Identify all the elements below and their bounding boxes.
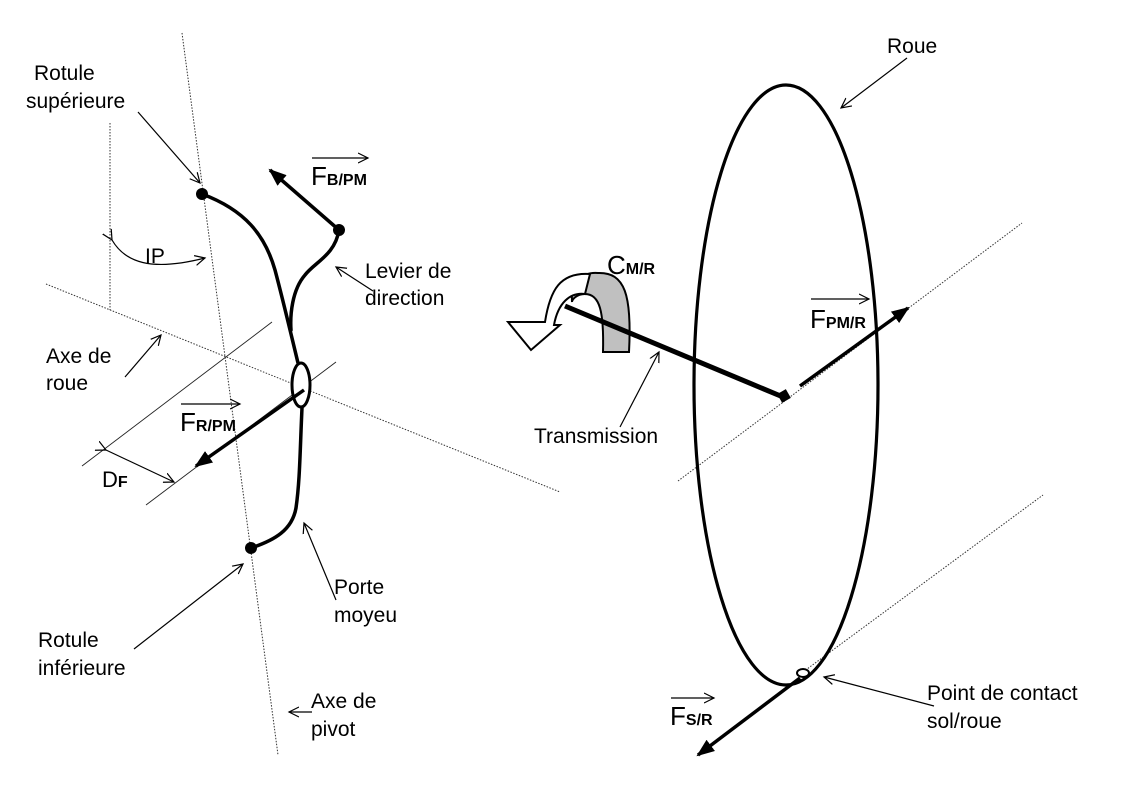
label-transmission: Transmission xyxy=(534,425,658,448)
label-df: DF xyxy=(102,467,128,492)
pivot-axis-line xyxy=(181,32,279,756)
hub-carrier-upper-arm xyxy=(200,192,300,365)
pointer-axe-roue xyxy=(124,335,161,378)
label-f-s-r: FS/R xyxy=(670,701,713,731)
offset-line-upper xyxy=(81,321,273,467)
label-ip: IP xyxy=(145,245,165,268)
steering-lever xyxy=(289,228,341,332)
transmission-shaft xyxy=(564,303,784,400)
vector-f-b-pm xyxy=(268,168,341,232)
label-axe-roue: Axe de roue xyxy=(46,345,117,395)
vector-f-pm-r xyxy=(798,306,910,388)
vector-f-r-pm xyxy=(194,388,306,468)
label-f-r-pm: FR/PM xyxy=(180,407,236,437)
pointer-rotule-superieure xyxy=(137,111,200,183)
hub-carrier-lower-arm xyxy=(249,406,304,550)
lower-ball-joint xyxy=(245,542,257,554)
label-f-b-pm: FB/PM xyxy=(311,161,367,191)
pointer-roue xyxy=(841,57,908,108)
wheel-axis-dotted-right xyxy=(677,222,1023,482)
upper-ball-joint xyxy=(196,188,208,200)
pointer-point-contact xyxy=(824,677,935,707)
label-rotule-superieure: Rotule supérieure xyxy=(26,62,125,113)
df-dimension-arrow xyxy=(106,450,174,482)
label-axe-pivot: Axe de pivot xyxy=(311,690,382,741)
wheel-ellipse xyxy=(692,83,880,687)
label-roue: Roue xyxy=(887,35,937,58)
wheel-center-marker xyxy=(777,389,791,403)
label-levier-direction: Levier de direction xyxy=(365,260,457,310)
contact-point-marker xyxy=(796,668,810,678)
pointer-porte-moyeu xyxy=(304,523,337,601)
hub-ellipse xyxy=(290,361,312,409)
ip-angle-arc xyxy=(112,240,205,264)
pointer-transmission xyxy=(619,352,659,428)
vector-f-s-r xyxy=(696,676,802,757)
label-point-contact: Point de contact sol/roue xyxy=(927,682,1083,733)
label-porte-moyeu: Porte moyeu xyxy=(334,576,397,627)
label-c-m-r: CM/R xyxy=(607,250,656,280)
torque-arrow-icon xyxy=(505,271,631,353)
pointer-levier xyxy=(336,267,374,292)
label-rotule-inferieure: Rotule inférieure xyxy=(38,629,126,680)
pointer-rotule-inferieure xyxy=(133,564,243,650)
ground-contact-line xyxy=(802,494,1044,673)
label-f-pm-r: FPM/R xyxy=(810,304,866,334)
